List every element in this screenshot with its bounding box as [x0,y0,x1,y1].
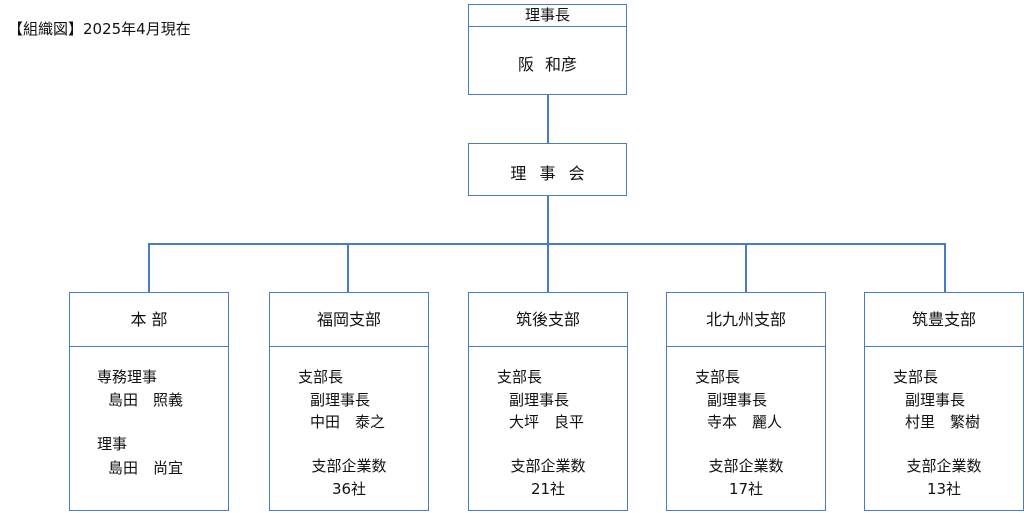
branch-line: 副理事長 [707,391,768,409]
branch-line: 理事 [97,435,128,453]
branch-chikuho: 筑豊支部 支部長 副理事長 村里 繁樹 支部企業数 13社 [864,292,1024,511]
board-label: 理 事 会 [510,164,585,183]
branch-kitakyushu: 北九州支部 支部長 副理事長 寺本 麗人 支部企業数 17社 [666,292,826,511]
branch-line: 副理事長 [310,391,371,409]
branch-line: 村里 繁樹 [905,413,981,431]
chairman-box: 理事長 阪 和彦 [468,4,627,95]
branch-line: 支部長 [298,368,344,386]
branch-line: 寺本 麗人 [707,413,783,431]
branch-chikugo: 筑後支部 支部長 副理事長 大坪 良平 支部企業数 21社 [468,292,628,511]
branch-count-label: 支部企業数 [311,457,387,475]
branch-line: 中田 泰之 [310,413,386,431]
chairman-name: 阪 和彦 [517,55,578,74]
branch-line: 副理事長 [509,391,570,409]
board-box: 理 事 会 [468,143,627,196]
branch-title: 北九州支部 [667,293,825,347]
branch-fukuoka: 福岡支部 支部長 副理事長 中田 泰之 支部企業数 36社 [269,292,429,511]
branch-line: 副理事長 [905,391,966,409]
branch-count-value: 21社 [530,480,566,498]
branch-title: 福岡支部 [270,293,428,347]
branch-line: 支部長 [695,368,741,386]
diagram-caption: 【組織図】2025年4月現在 [8,20,191,38]
branch-count-value: 13社 [926,480,962,498]
branch-line: 島田 尚宜 [108,459,184,477]
branch-line: 専務理事 [97,368,158,386]
branch-line: 支部長 [497,368,543,386]
branch-title: 筑後支部 [469,293,627,347]
branch-count-value: 36社 [331,480,367,498]
branch-title: 筑豊支部 [865,293,1023,347]
branch-line: 島田 照義 [108,391,184,409]
branch-title: 本 部 [70,293,228,347]
branch-count-label: 支部企業数 [708,457,784,475]
branch-count-label: 支部企業数 [906,457,982,475]
chairman-title: 理事長 [469,5,626,27]
branch-count-value: 17社 [728,480,764,498]
branch-line: 大坪 良平 [509,413,585,431]
branch-honbu: 本 部 専務理事 島田 照義 理事 島田 尚宜 [69,292,229,511]
branch-count-label: 支部企業数 [510,457,586,475]
branch-line: 支部長 [893,368,939,386]
